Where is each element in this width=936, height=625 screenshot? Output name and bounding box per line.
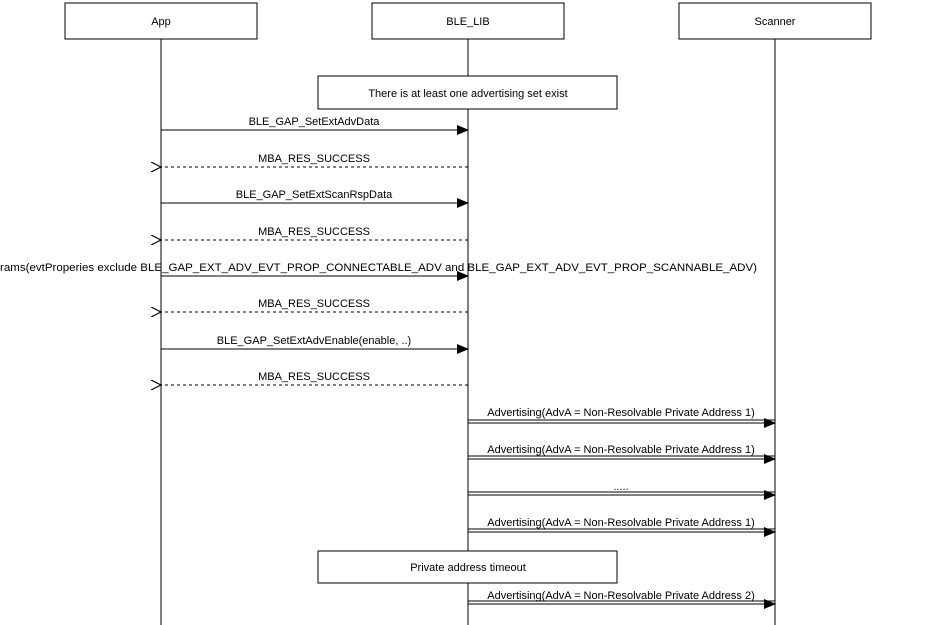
note-advertising-set-exists-text: There is at least one advertising set ex… <box>368 88 567 100</box>
note-private-address-timeout: Private address timeout <box>317 550 618 584</box>
reply-success-4: MBA_RES_SUCCESS <box>161 371 468 385</box>
reply-success-2-label: MBA_RES_SUCCESS <box>258 226 370 238</box>
reply-success-4-label: MBA_RES_SUCCESS <box>258 371 370 383</box>
advertising-event-3-label: Advertising(AdvA = Non-Resolvable Privat… <box>487 517 755 529</box>
advertising-event-1: Advertising(AdvA = Non-Resolvable Privat… <box>468 407 776 428</box>
message-set-ext-adv-params-label: rams(evtProperies exclude BLE_GAP_EXT_AD… <box>0 262 757 274</box>
message-set-ext-scan-rsp-data: BLE_GAP_SetExtScanRspData <box>161 189 469 208</box>
reply-success-3: MBA_RES_SUCCESS <box>161 298 468 312</box>
advertising-event-ellipsis: ..... <box>468 481 776 500</box>
advertising-event-2: Advertising(AdvA = Non-Resolvable Privat… <box>468 444 776 464</box>
message-set-ext-scan-rsp-data-label: BLE_GAP_SetExtScanRspData <box>236 189 393 201</box>
advertising-event-ellipsis-label: ..... <box>613 481 628 493</box>
advertising-event-2-label: Advertising(AdvA = Non-Resolvable Privat… <box>487 444 755 456</box>
message-set-ext-adv-enable-label: BLE_GAP_SetExtAdvEnable(enable, ..) <box>217 335 411 347</box>
advertising-event-1-label: Advertising(AdvA = Non-Resolvable Privat… <box>487 407 755 419</box>
participant-app-label: App <box>151 16 171 28</box>
note-private-address-timeout-text: Private address timeout <box>410 562 526 574</box>
message-set-ext-adv-data-label: BLE_GAP_SetExtAdvData <box>249 116 381 128</box>
participant-ble-lib: BLE_LIB <box>371 2 565 40</box>
advertising-event-4-label: Advertising(AdvA = Non-Resolvable Privat… <box>487 590 755 602</box>
message-set-ext-adv-enable: BLE_GAP_SetExtAdvEnable(enable, ..) <box>161 335 469 354</box>
note-advertising-set-exists: There is at least one advertising set ex… <box>317 75 618 110</box>
advertising-event-3: Advertising(AdvA = Non-Resolvable Privat… <box>468 517 776 537</box>
participant-app: App <box>64 2 258 40</box>
participant-scanner: Scanner <box>678 2 872 40</box>
participant-scanner-label: Scanner <box>755 16 796 28</box>
participant-ble-lib-label: BLE_LIB <box>446 16 489 28</box>
reply-success-2: MBA_RES_SUCCESS <box>161 226 468 240</box>
message-set-ext-adv-data: BLE_GAP_SetExtAdvData <box>161 116 469 135</box>
reply-success-1-label: MBA_RES_SUCCESS <box>258 153 370 165</box>
advertising-event-4: Advertising(AdvA = Non-Resolvable Privat… <box>468 590 776 609</box>
reply-success-1: MBA_RES_SUCCESS <box>161 153 468 167</box>
message-set-ext-adv-params: rams(evtProperies exclude BLE_GAP_EXT_AD… <box>0 262 757 281</box>
reply-success-3-label: MBA_RES_SUCCESS <box>258 298 370 310</box>
